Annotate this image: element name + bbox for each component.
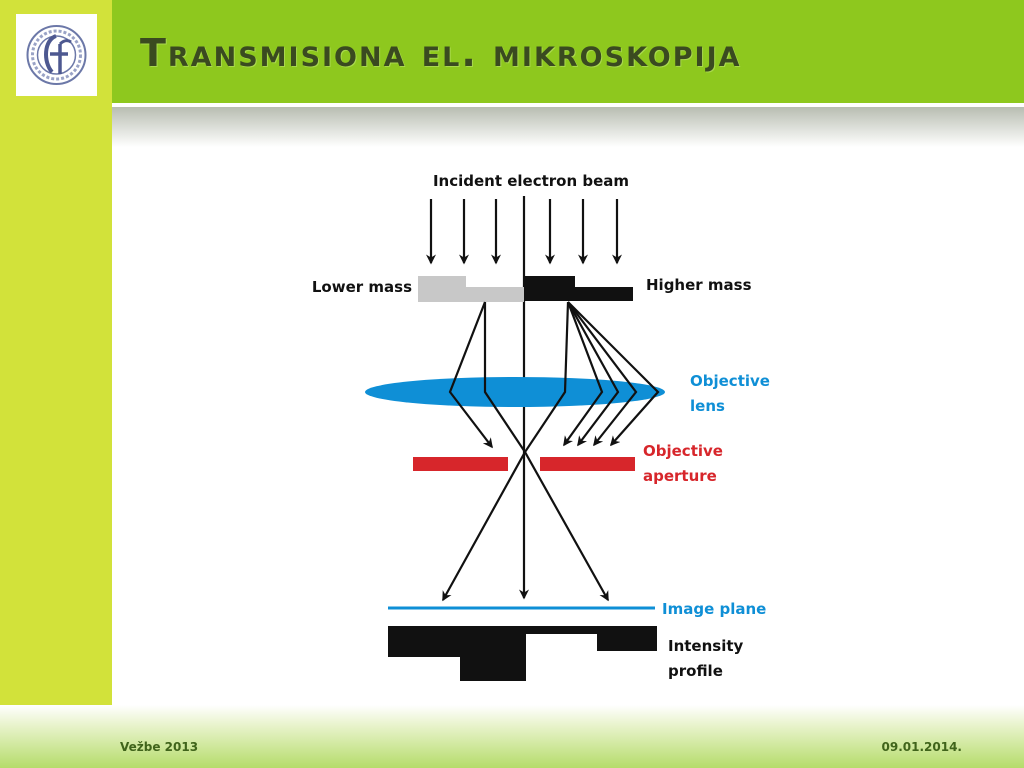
incident-beam-label: Incident electron beam: [433, 172, 629, 190]
objective-aperture-right: [540, 457, 635, 471]
objective-aperture-label-line1: Objective: [643, 442, 723, 460]
objective-lens-label-line1: Objective: [690, 372, 770, 390]
title-band: [112, 0, 1024, 103]
intensity-profile-label-line1: Intensity: [668, 637, 744, 655]
lower-mass-specimen: [418, 276, 524, 302]
slide-title: Transmisiona el. mikroskopija: [140, 31, 742, 75]
objective-lens-shape: [365, 377, 665, 407]
footer-band: [0, 705, 1024, 768]
intensity-profile-label-line2: profile: [668, 662, 723, 680]
objective-aperture-label-line2: aperture: [643, 467, 717, 485]
left-accent-bar: [0, 0, 112, 705]
scattered-electron-paths: [442, 301, 660, 602]
objective-aperture-left: [413, 457, 508, 471]
title-divider: [112, 103, 1024, 107]
lower-mass-label: Lower mass: [312, 278, 412, 296]
incident-beam-arrows: [426, 199, 622, 265]
objective-lens-label-line2: lens: [690, 397, 725, 415]
higher-mass-label: Higher mass: [646, 276, 752, 294]
image-plane-label: Image plane: [662, 600, 766, 618]
intensity-profile-shape: [388, 626, 657, 681]
footer-date: 09.01.2014.: [881, 740, 962, 754]
higher-mass-specimen: [524, 276, 633, 301]
faculty-logo-icon: [16, 14, 97, 96]
footer-course-label: Vežbe 2013: [120, 740, 199, 754]
header-shadow: [112, 107, 1024, 147]
